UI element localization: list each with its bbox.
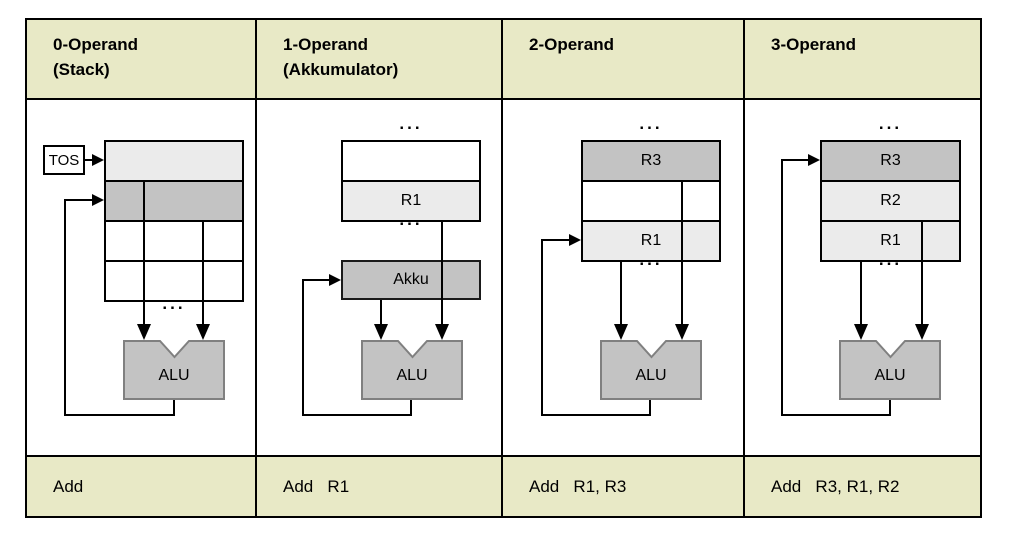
operand-line-left — [860, 262, 862, 326]
register-file-box: R3 R2 R1 — [820, 140, 961, 262]
feedback-line — [649, 400, 651, 416]
tos-box: TOS — [43, 145, 85, 175]
instruction-text: Add — [53, 476, 84, 496]
operand-arrowhead-right-icon — [435, 324, 449, 340]
feedback-line — [542, 239, 570, 241]
ellipsis-bottom: ... — [878, 250, 903, 269]
stack-register-box — [104, 140, 244, 302]
diagram-accumulator-machine: ... R1 ... Akku ALU — [257, 100, 503, 455]
feedback-line — [64, 414, 175, 416]
operand-arrowhead-left-icon — [137, 324, 151, 340]
instruction-text: Add R3, R1, R2 — [771, 476, 900, 496]
operand-line-right — [921, 220, 923, 326]
stack-cell — [106, 220, 242, 260]
register-cell — [583, 180, 719, 220]
instruction-row: Add Add R1 Add R1, R3 Add R3, R1, R2 — [27, 457, 980, 516]
feedback-arrowhead-icon — [329, 274, 341, 286]
instruction-text: Add R1 — [283, 476, 350, 496]
feedback-line — [173, 400, 175, 416]
register-cell-r1: R1 — [822, 220, 959, 260]
register-cell-r2: R2 — [822, 180, 959, 220]
feedback-line — [781, 159, 783, 416]
register-cell-r3: R3 — [583, 142, 719, 180]
header-1-operand: 1-Operand (Akkumulator) — [257, 20, 503, 98]
diagram-stack-machine: TOS ... ALU — [27, 100, 257, 455]
diagram-row: TOS ... ALU — [27, 100, 980, 457]
stack-cell — [106, 260, 242, 300]
operand-line-right — [441, 222, 443, 326]
diagram-two-operand-machine: ... R3 R1 ... ALU — [503, 100, 745, 455]
feedback-line — [65, 199, 93, 201]
operand-arrowhead-left-icon — [374, 324, 388, 340]
register-cell — [343, 142, 479, 180]
feedback-line — [781, 414, 891, 416]
ellipsis-bottom: ... — [162, 294, 186, 313]
register-file-box: R3 R1 — [581, 140, 721, 262]
header-0-operand: 0-Operand (Stack) — [27, 20, 257, 98]
operand-arrowhead-right-icon — [915, 324, 929, 340]
feedback-arrowhead-icon — [92, 194, 104, 206]
operand-line-left — [143, 180, 145, 326]
ellipsis-bottom: ... — [399, 210, 423, 229]
ellipsis-top: ... — [878, 114, 903, 133]
akku-label: Akku — [393, 271, 429, 288]
alu-box — [123, 340, 225, 400]
tos-arrowhead-icon — [92, 154, 104, 166]
alu-label: ALU — [635, 367, 667, 384]
tos-label: TOS — [48, 151, 80, 169]
alu-label: ALU — [158, 367, 190, 384]
operand-arrowhead-left-icon — [614, 324, 628, 340]
isa-comparison-table: 0-Operand (Stack) 1-Operand (Akkumulator… — [25, 18, 982, 518]
register-file-box: R1 — [341, 140, 481, 222]
operand-line-right — [202, 220, 204, 326]
register-cell-r1: R1 — [343, 180, 479, 220]
alu-box — [361, 340, 463, 400]
instruction-2-operand: Add R1, R3 — [503, 457, 745, 516]
diagram-three-operand-machine: ... R3 R2 R1 ... ALU — [745, 100, 980, 455]
feedback-line — [303, 279, 330, 281]
header-3-operand: 3-Operand — [745, 20, 980, 98]
alu-label: ALU — [396, 367, 428, 384]
alu-box — [600, 340, 702, 400]
feedback-line — [782, 159, 809, 161]
feedback-line — [541, 414, 651, 416]
feedback-line — [64, 199, 66, 416]
feedback-line — [889, 400, 891, 416]
alu-box — [839, 340, 941, 400]
feedback-line — [302, 279, 304, 416]
operand-arrowhead-right-icon — [675, 324, 689, 340]
operand-line-right — [681, 180, 683, 326]
alu-label: ALU — [874, 367, 906, 384]
header-2-operand: 2-Operand — [503, 20, 745, 98]
instruction-1-operand: Add R1 — [257, 457, 503, 516]
instruction-text: Add R1, R3 — [529, 476, 627, 496]
operand-arrowhead-left-icon — [854, 324, 868, 340]
stack-cell-second — [106, 180, 242, 220]
operand-arrowhead-right-icon — [196, 324, 210, 340]
register-cell-r3: R3 — [822, 142, 959, 180]
ellipsis-top: ... — [399, 114, 423, 133]
feedback-line — [410, 400, 412, 416]
register-cell-r1: R1 — [583, 220, 719, 260]
instruction-3-operand: Add R3, R1, R2 — [745, 457, 980, 516]
header-row: 0-Operand (Stack) 1-Operand (Akkumulator… — [27, 20, 980, 100]
feedback-arrowhead-icon — [569, 234, 581, 246]
akku-box: Akku — [341, 260, 481, 300]
instruction-0-operand: Add — [27, 457, 257, 516]
operand-line-left — [380, 300, 382, 326]
ellipsis-bottom: ... — [639, 250, 663, 269]
tos-arrow-line — [85, 159, 95, 161]
feedback-arrowhead-icon — [808, 154, 820, 166]
operand-line-left — [620, 262, 622, 326]
feedback-line — [302, 414, 412, 416]
ellipsis-top: ... — [639, 114, 663, 133]
feedback-line — [541, 239, 543, 416]
stack-cell-tos — [106, 142, 242, 180]
